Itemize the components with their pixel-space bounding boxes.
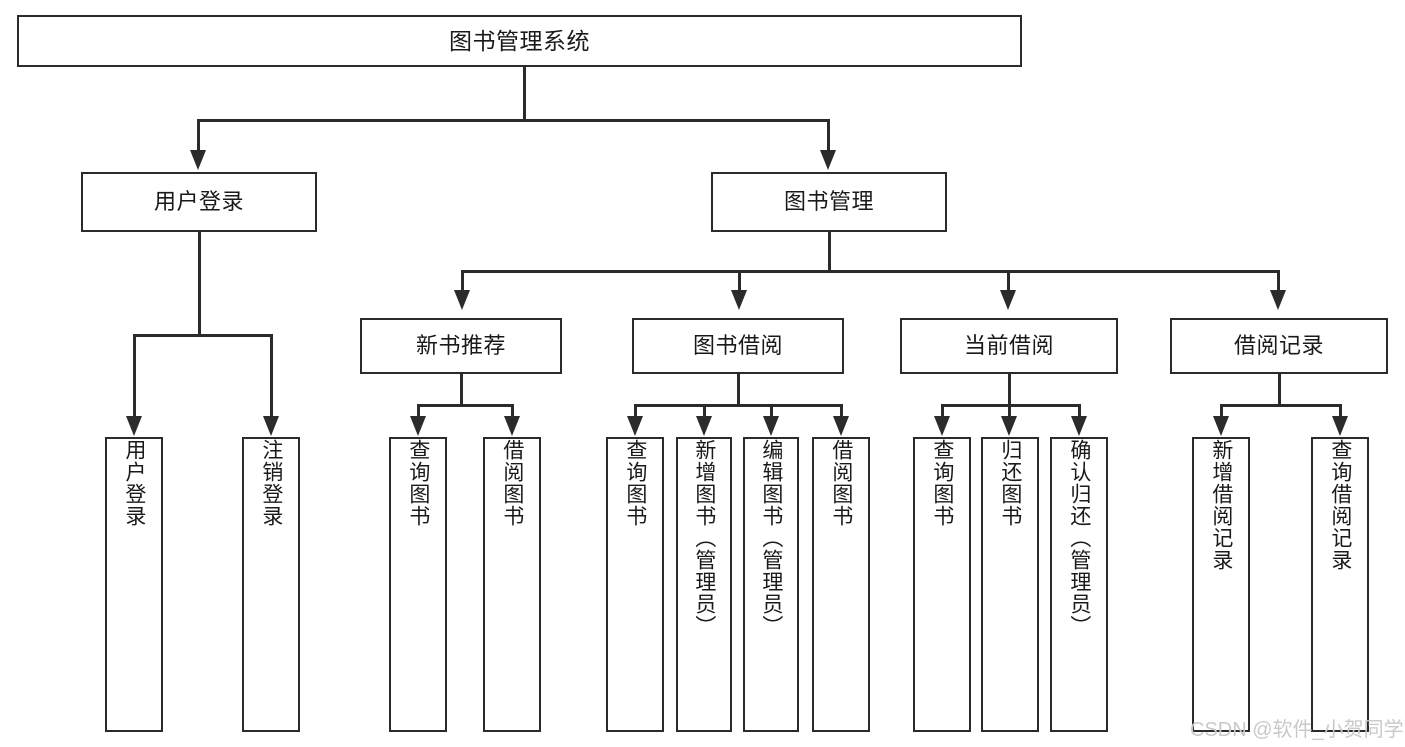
node-current-borrow[interactable]: 当前借阅	[900, 318, 1118, 374]
connector-br-drop-2	[1339, 404, 1342, 418]
node-book-management[interactable]: 图书管理	[711, 172, 947, 232]
connector-cb-drop-3	[1078, 404, 1081, 418]
connector-root-bar	[197, 119, 829, 122]
leaf-user-login-1-label: 用户登录	[122, 439, 146, 527]
node-book-borrow[interactable]: 图书借阅	[632, 318, 844, 374]
connector-root-stem	[523, 67, 526, 121]
leaf-current-borrow-1[interactable]: 查询图书	[913, 437, 971, 732]
node-user-login[interactable]: 用户登录	[81, 172, 317, 232]
connector-user-login-drop-1	[133, 334, 136, 418]
arrowhead-br-leaf-1	[1213, 416, 1229, 436]
arrowhead-bb-leaf-2	[696, 416, 712, 436]
connector-borrow-record-bar	[1220, 404, 1339, 407]
connector-new-book-stem	[460, 374, 463, 406]
connector-user-login-stem	[198, 232, 201, 336]
node-root-label: 图书管理系统	[449, 27, 590, 54]
connector-br-drop-1	[1220, 404, 1223, 418]
arrowhead-new-book-leaf-2	[504, 416, 520, 436]
arrowhead-user-login-leaf-2	[263, 416, 279, 436]
connector-current-borrow-stem	[1008, 374, 1011, 406]
connector-root-to-user-login	[197, 119, 200, 152]
leaf-new-book-1-label: 查询图书	[406, 439, 430, 527]
leaf-user-login-1[interactable]: 用户登录	[105, 437, 163, 732]
arrowhead-bm-to-current-borrow	[1000, 290, 1016, 310]
connector-bm-drop-1	[461, 270, 464, 292]
leaf-new-book-1[interactable]: 查询图书	[389, 437, 447, 732]
node-root[interactable]: 图书管理系统	[17, 15, 1022, 67]
connector-book-management-bar	[461, 270, 1279, 273]
node-user-login-label: 用户登录	[153, 189, 244, 215]
leaf-book-borrow-4[interactable]: 借阅图书	[812, 437, 870, 732]
connector-book-borrow-stem	[737, 374, 740, 406]
leaf-book-borrow-1[interactable]: 查询图书	[606, 437, 664, 732]
arrowhead-bb-leaf-4	[833, 416, 849, 436]
leaf-user-login-2[interactable]: 注销登录	[242, 437, 300, 732]
connector-new-book-bar	[417, 404, 513, 407]
connector-user-login-drop-2	[270, 334, 273, 418]
connector-cb-drop-1	[941, 404, 944, 418]
connector-bm-drop-4	[1277, 270, 1280, 292]
leaf-borrow-record-2-label: 查询借阅记录	[1328, 439, 1352, 571]
leaf-borrow-record-1[interactable]: 新增借阅记录	[1192, 437, 1250, 732]
leaf-borrow-record-2[interactable]: 查询借阅记录	[1311, 437, 1369, 732]
node-book-borrow-label: 图书借阅	[692, 333, 783, 359]
arrowhead-cb-leaf-2	[1001, 416, 1017, 436]
arrowhead-bm-to-book-borrow	[731, 290, 747, 310]
node-new-book-recommend-label: 新书推荐	[415, 333, 506, 359]
leaf-book-borrow-2-label: 新增图书（管理员）	[692, 439, 716, 637]
connector-cb-drop-2	[1008, 404, 1011, 418]
leaf-current-borrow-1-label: 查询图书	[930, 439, 954, 527]
node-book-management-label: 图书管理	[783, 189, 874, 215]
connector-new-book-drop-2	[511, 404, 514, 418]
arrowhead-bm-to-new-book	[454, 290, 470, 310]
arrowhead-cb-leaf-3	[1071, 416, 1087, 436]
connector-bb-drop-4	[840, 404, 843, 418]
arrowhead-cb-leaf-1	[934, 416, 950, 436]
arrowhead-root-to-user-login	[190, 150, 206, 170]
connector-book-borrow-bar	[634, 404, 842, 407]
node-borrow-record-label: 借阅记录	[1233, 333, 1324, 359]
leaf-current-borrow-2-label: 归还图书	[998, 439, 1022, 527]
node-borrow-record[interactable]: 借阅记录	[1170, 318, 1388, 374]
node-new-book-recommend[interactable]: 新书推荐	[360, 318, 562, 374]
leaf-book-borrow-3-label: 编辑图书（管理员）	[759, 439, 783, 637]
leaf-current-borrow-3[interactable]: 确认归还（管理员）	[1050, 437, 1108, 732]
connector-bb-drop-1	[634, 404, 637, 418]
connector-root-to-book-manage	[827, 119, 830, 152]
connector-book-management-stem	[828, 232, 831, 272]
leaf-book-borrow-3[interactable]: 编辑图书（管理员）	[743, 437, 799, 732]
leaf-current-borrow-2[interactable]: 归还图书	[981, 437, 1039, 732]
leaf-book-borrow-2[interactable]: 新增图书（管理员）	[676, 437, 732, 732]
connector-borrow-record-stem	[1278, 374, 1281, 406]
leaf-user-login-2-label: 注销登录	[259, 439, 283, 527]
leaf-book-borrow-4-label: 借阅图书	[829, 439, 853, 527]
arrowhead-new-book-leaf-1	[410, 416, 426, 436]
leaf-current-borrow-3-label: 确认归还（管理员）	[1067, 439, 1091, 637]
arrowhead-bb-leaf-1	[627, 416, 643, 436]
connector-bb-drop-3	[770, 404, 773, 418]
node-current-borrow-label: 当前借阅	[963, 333, 1054, 359]
leaf-new-book-2[interactable]: 借阅图书	[483, 437, 541, 732]
arrowhead-root-to-book-manage	[820, 150, 836, 170]
arrowhead-bm-to-borrow-record	[1270, 290, 1286, 310]
leaf-borrow-record-1-label: 新增借阅记录	[1209, 439, 1233, 571]
leaf-new-book-2-label: 借阅图书	[500, 439, 524, 527]
connector-new-book-drop-1	[417, 404, 420, 418]
leaf-book-borrow-1-label: 查询图书	[623, 439, 647, 527]
connector-bm-drop-3	[1007, 270, 1010, 292]
connector-user-login-bar	[133, 334, 270, 337]
arrowhead-br-leaf-2	[1332, 416, 1348, 436]
connector-bb-drop-2	[703, 404, 706, 418]
arrowhead-user-login-leaf-1	[126, 416, 142, 436]
connector-bm-drop-2	[738, 270, 741, 292]
arrowhead-bb-leaf-3	[763, 416, 779, 436]
